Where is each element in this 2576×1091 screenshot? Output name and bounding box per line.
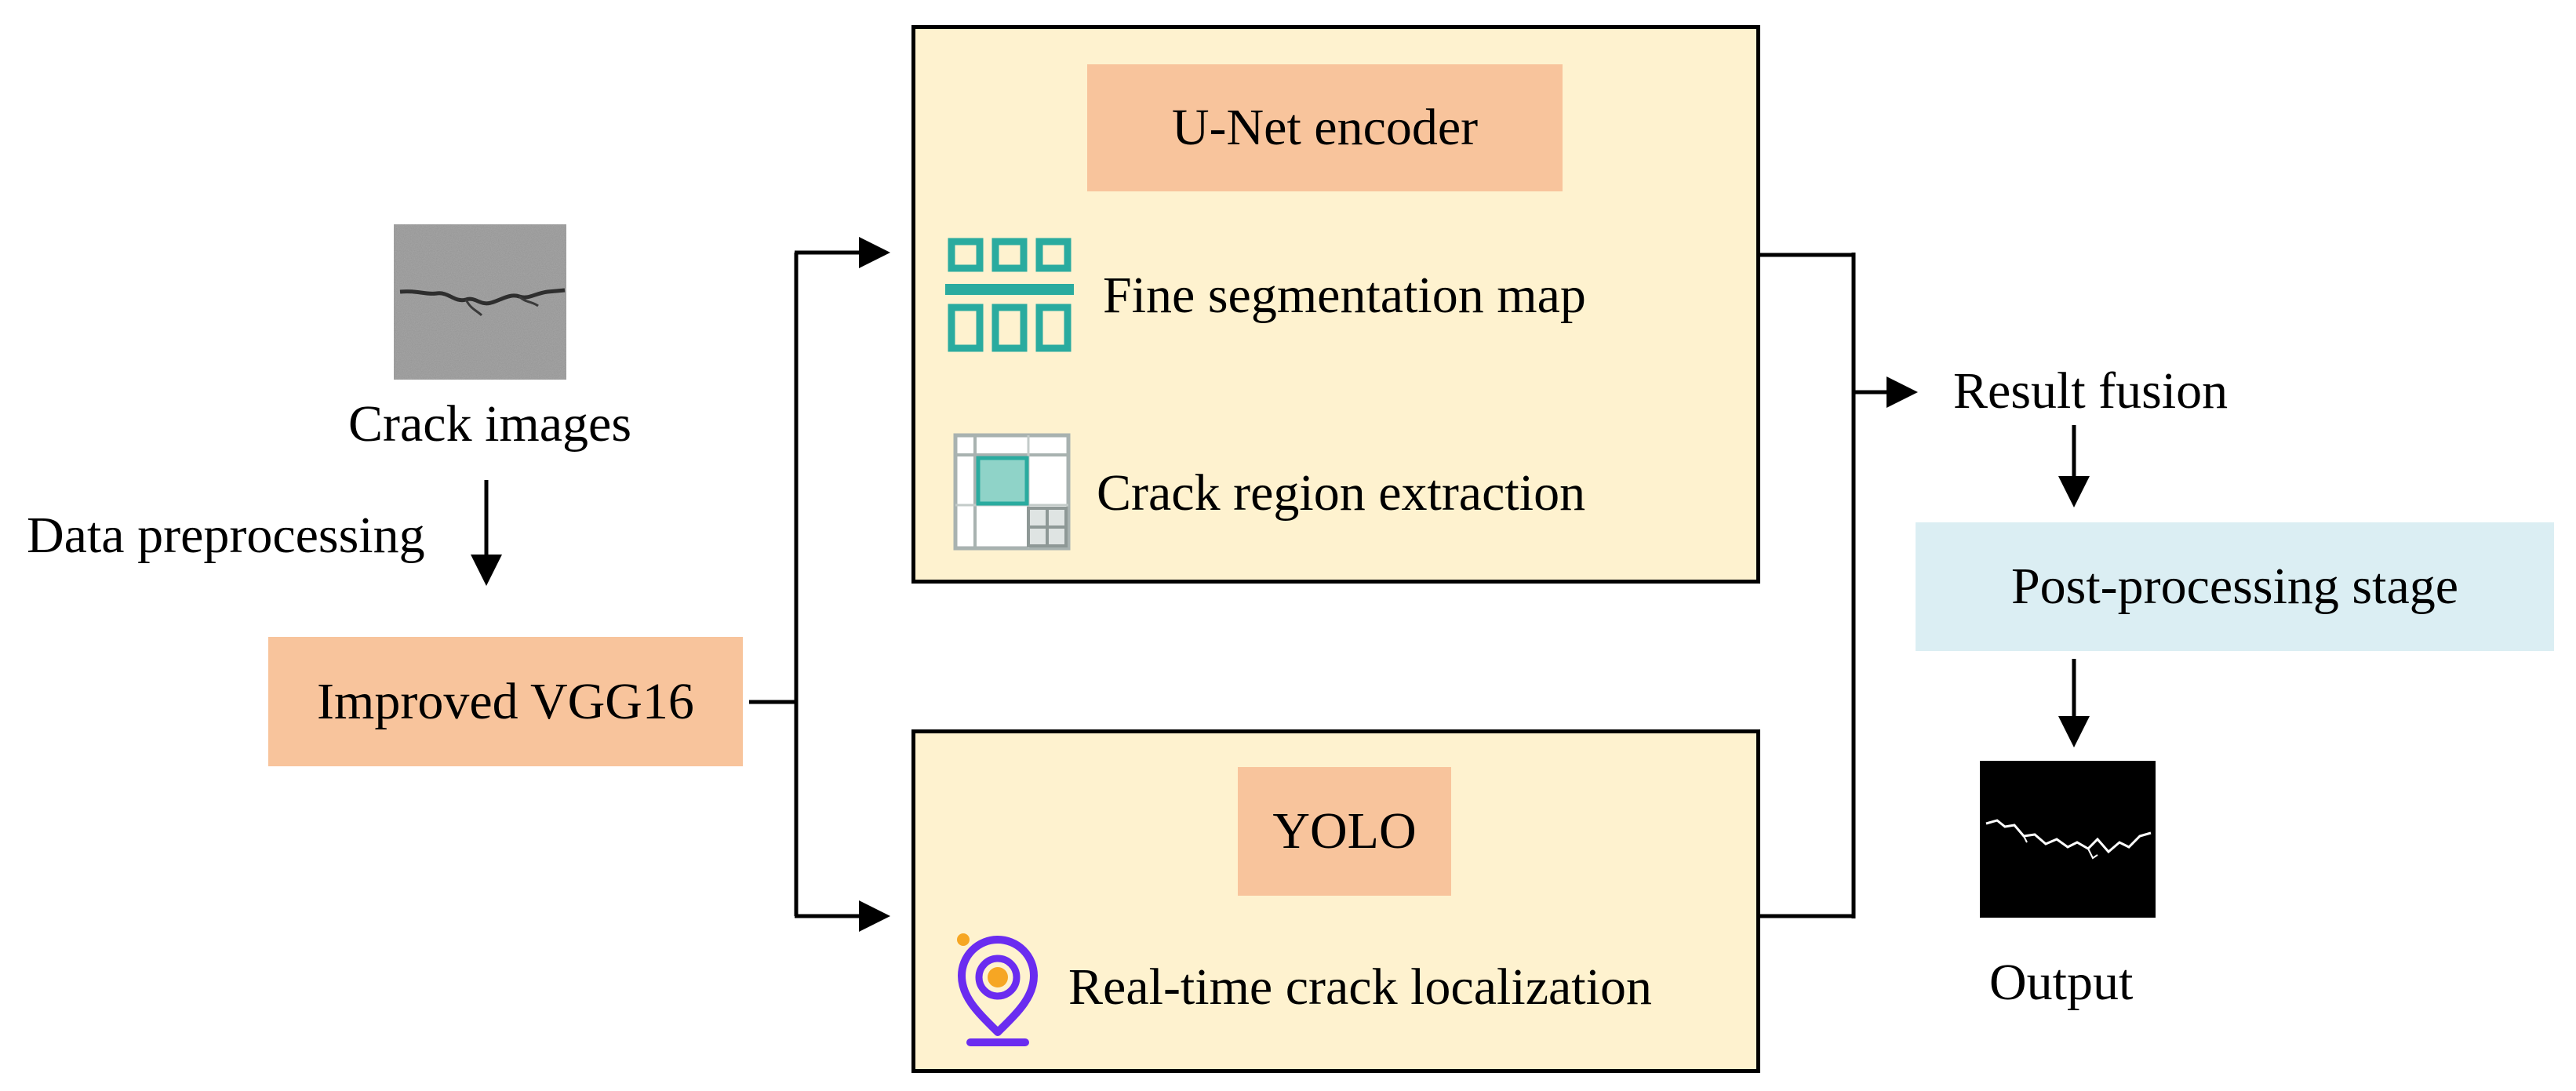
location-pin-icon bbox=[957, 933, 1038, 1046]
result-fusion-label: Result fusion bbox=[1953, 362, 2229, 420]
crack-images-label: Crack images bbox=[348, 395, 632, 453]
fine-segmentation-label: Fine segmentation map bbox=[1103, 267, 1586, 324]
data-preprocessing-label: Data preprocessing bbox=[27, 507, 425, 564]
improved-vgg16-label: Improved VGG16 bbox=[317, 672, 694, 730]
yolo-title: YOLO bbox=[1272, 802, 1417, 860]
crack-region-extraction-label: Crack region extraction bbox=[1097, 464, 1586, 522]
unet-encoder-title: U-Net encoder bbox=[1171, 99, 1479, 156]
post-processing-label: Post-processing stage bbox=[2010, 558, 2459, 615]
unet-encoder-node: U-Net encoder bbox=[1087, 64, 1563, 191]
post-processing-node: Post-processing stage bbox=[1916, 522, 2554, 651]
output-label: Output bbox=[1989, 954, 2134, 1011]
improved-vgg16-node: Improved VGG16 bbox=[268, 637, 743, 766]
yolo-node: YOLO bbox=[1238, 767, 1451, 896]
real-time-localization-label: Real-time crack localization bbox=[1068, 958, 1652, 1016]
crack-image-thumbnail bbox=[394, 224, 566, 380]
region-extraction-icon bbox=[953, 433, 1071, 551]
segmentation-grid-icon bbox=[945, 238, 1074, 352]
output-mask-image bbox=[1980, 761, 2156, 918]
